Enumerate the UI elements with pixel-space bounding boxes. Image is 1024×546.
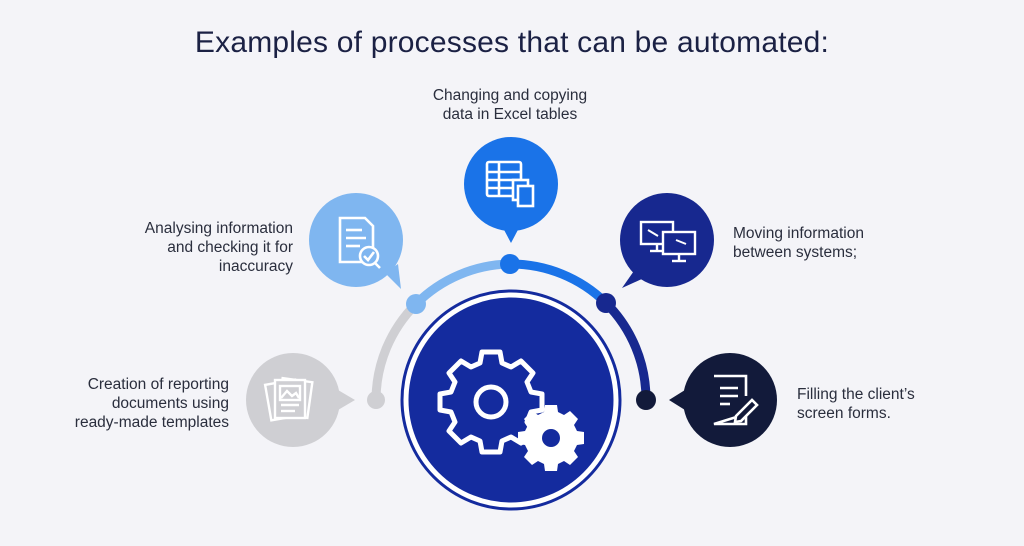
node-dot-moving: [596, 293, 616, 313]
form-pen-icon: [713, 374, 759, 426]
table-copy-icon: [485, 160, 535, 208]
bubble-moving: [620, 193, 714, 288]
node-dot-forms: [636, 390, 656, 410]
label-excel: Changing and copying data in Excel table…: [432, 87, 588, 123]
documents-image-icon: [263, 376, 314, 422]
arc-segment-blue: [505, 259, 611, 308]
bubble-forms: [669, 353, 777, 447]
page-title: Examples of processes that can be automa…: [194, 26, 830, 59]
document-check-icon: [338, 216, 381, 269]
monitors-transfer-icon: [639, 220, 697, 263]
bubble-excel: [464, 137, 558, 243]
bubble-analysis: [309, 193, 403, 289]
node-dot-reporting: [367, 391, 385, 409]
progress-arc: [371, 259, 651, 405]
arc-segment-grey: [371, 299, 421, 405]
node-dot-excel: [500, 254, 520, 274]
center-hub: [400, 289, 622, 511]
arc-segment-light-blue: [411, 259, 515, 309]
arc-segment-navy: [601, 298, 651, 405]
label-reporting: Creation of reporting documents using re…: [74, 376, 229, 431]
label-moving: Moving information between systems;: [733, 225, 864, 261]
node-dot-analysis: [406, 294, 426, 314]
label-forms: Filling the client’s screen forms.: [797, 386, 915, 422]
label-analysis: Analysing information and checking it fo…: [144, 220, 293, 275]
gears-icon: [437, 349, 584, 471]
bubble-reporting: [246, 353, 355, 447]
